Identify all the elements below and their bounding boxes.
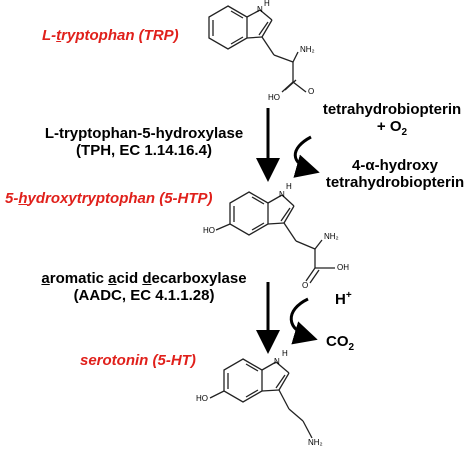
htp-nh-label: H (286, 182, 292, 191)
compound-name-serotonin: serotonin (5-HT) (80, 352, 196, 369)
htp-n-label: N (279, 190, 285, 199)
trp-nh-label: H (264, 0, 270, 8)
htp-ho-ring-label: HO (203, 226, 215, 235)
aadc-name-part: a (41, 270, 50, 287)
ser-nh-label: H (282, 349, 288, 358)
trp-ho-label: HO (268, 93, 280, 102)
cofactor-out-1: 4-α-hydroxy tetrahydrobiopterin (325, 157, 465, 192)
enzyme-tph-ec: (TPH, EC 1.14.16.4) (76, 142, 212, 160)
htp-nh2-label: NH₂ (324, 232, 339, 241)
ser-ho-label: HO (196, 394, 208, 403)
ser-n-label: N (274, 357, 280, 366)
cofactor-arrow-1 (293, 135, 320, 178)
trp-n-label: N (257, 5, 263, 14)
trp-o-label: O (308, 87, 315, 96)
enzyme-aadc-ec: (AADC, EC 4.1.1.28) (73, 287, 215, 305)
compound-name-trp: L-tryptophan (TRP) (42, 27, 179, 44)
enzyme-aadc-name: aromatic acid decarboxylase (30, 270, 258, 287)
cofactor-in-1: tetrahydrobiopterin + O2 (322, 101, 462, 139)
aadc-name-part: romatic (49, 270, 109, 287)
aadc-name-part: ecarboxylase (151, 270, 247, 287)
cofactor-arrow-2 (289, 297, 318, 345)
cofactor-out-2: CO2 (326, 333, 355, 353)
compound-name-5htp: 5-hydroxytryptophan (5-HTP) (5, 190, 213, 207)
cofactor-in-2: H+ (335, 290, 352, 308)
hydroxytryptophan-structure (215, 191, 335, 284)
trp-nh2-label: NH₂ (300, 45, 315, 54)
htp-o-label: O (302, 281, 309, 290)
enzyme-tph-name: L-tryptophan-5-hydroxylase (44, 125, 244, 142)
htp-oh-label: OH (337, 263, 349, 272)
aadc-name-part: a (108, 270, 117, 287)
enzyme-aadc-block: aromatic acid decarboxylase (AADC, EC 4.… (30, 270, 258, 305)
aadc-name-part: cid (116, 270, 143, 287)
enzyme-tph-block: L-tryptophan-5-hydroxylase (TPH, EC 1.14… (30, 125, 258, 160)
tryptophan-structure (208, 5, 307, 93)
ser-nh2-label: NH₂ (308, 438, 323, 447)
aadc-name-part: d (142, 270, 152, 287)
serotonin-structure (209, 358, 313, 439)
